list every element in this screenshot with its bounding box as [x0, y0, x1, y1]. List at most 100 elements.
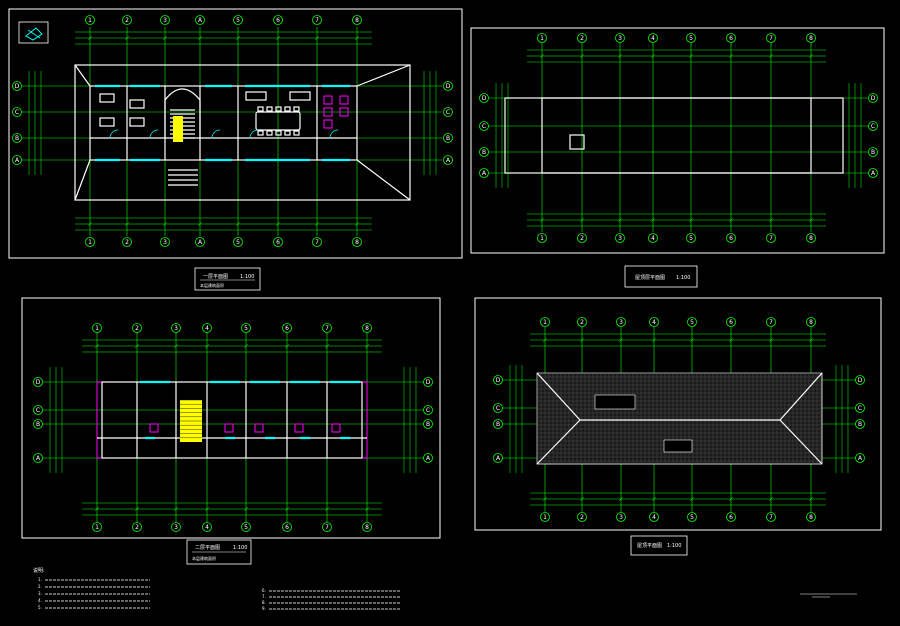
p0-tick-6-1	[314, 221, 320, 227]
p2-tick-6-1	[324, 506, 330, 512]
p0-bottom-axis-bubble-1: 2	[122, 237, 132, 247]
p2-top-axis-bubble-5-text: 6	[285, 325, 289, 332]
p0-left-axis-bubble-1-text: C	[15, 109, 19, 116]
p0-left-axis-bubble-1-circle	[12, 107, 22, 117]
p3-right-axis-bubble-2-text: B	[858, 421, 862, 428]
p0-toilet-3	[339, 95, 349, 105]
p1-top-axis-bubble-3: 4	[648, 33, 658, 43]
p1-bottom-axis-bubble-3: 4	[648, 233, 658, 243]
p0-tick-5-0	[275, 35, 281, 41]
notes-column-1: 1.2.3.4.5.	[38, 577, 150, 610]
p1-top-axis-bubble-5: 6	[726, 33, 736, 43]
p1-bottom-axis-bubble-7-text: 8	[809, 235, 813, 242]
p3-left-axis-bubble-0-circle	[493, 375, 503, 385]
p3-bottom-axis-bubble-0-text: 1	[543, 514, 547, 521]
p1-bottom-axis-bubble-2: 3	[615, 233, 625, 243]
p1-tick-4-0	[688, 53, 694, 59]
p0-top-axis-bubble-4-circle	[233, 15, 243, 25]
p3-top-axis-bubble-5-text: 6	[729, 319, 733, 326]
p1-bottom-axis-bubble-7: 8	[806, 233, 816, 243]
p0-bottom-axis-bubble-7-text: 8	[355, 239, 359, 246]
p1-tick-0-1	[539, 217, 545, 223]
p2-toilet-1	[224, 423, 234, 433]
p2-left-axis-bubble-0-text: D	[36, 379, 41, 386]
p2-left-axis-bubble-3: A	[33, 453, 43, 463]
p2-tick-1-0	[134, 343, 140, 349]
p1-tick-7-1	[808, 217, 814, 223]
p3-top-axis-bubble-7: 8	[806, 317, 816, 327]
p1-right-axis-bubble-0: D	[868, 93, 878, 103]
p1-bottom-axis-bubble-5: 6	[726, 233, 736, 243]
p1-bottom-axis-bubble-4: 5	[686, 233, 696, 243]
p0-toilet-0	[323, 95, 333, 105]
p2-top-axis-bubble-6: 7	[322, 323, 332, 333]
p0-door-swing-0	[109, 129, 119, 139]
roof-plan-panel-frame	[474, 297, 882, 531]
p1-bottom-axis-bubble-4-circle	[686, 233, 696, 243]
note-item-8: 8.	[262, 600, 266, 605]
p0-stair-core	[173, 116, 183, 142]
north-arrow-icon	[18, 21, 49, 44]
p3-bottom-axis-bubble-5: 6	[726, 512, 736, 522]
p1-bottom-axis-bubble-6-circle	[766, 233, 776, 243]
p2-bottom-axis-bubble-1-text: 2	[135, 524, 139, 531]
p3-bottom-axis-bubble-4-circle	[687, 512, 697, 522]
p0-door-swing-3	[249, 129, 259, 139]
first-floor-scale: 1:100	[240, 274, 254, 280]
note-item-9: 9.	[262, 606, 266, 611]
p2-top-axis-bubble-5-circle	[282, 323, 292, 333]
second-floor-scale: 1:100	[233, 545, 247, 551]
p3-tick-3-1	[651, 496, 657, 502]
p0-left-axis-bubble-0-text: D	[15, 83, 20, 90]
p2-bottom-axis-bubble-1-circle	[132, 522, 142, 532]
p0-top-axis-bubble-3-circle	[195, 15, 205, 25]
p0-top-axis-bubble-1-circle	[122, 15, 132, 25]
note-item-7: 7.	[262, 594, 266, 599]
p2-toilet-2	[254, 423, 264, 433]
p0-tick-2-0	[162, 35, 168, 41]
p0-chair-top-0	[257, 106, 264, 112]
p2-right-axis-bubble-1: C	[423, 405, 433, 415]
p0-chair-top-1	[266, 106, 273, 112]
p1-top-axis-bubble-7-circle	[806, 33, 816, 43]
p1-tick-5-1	[728, 217, 734, 223]
p3-bottom-axis-bubble-0: 1	[540, 512, 550, 522]
p1-right-axis-bubble-2-circle	[868, 147, 878, 157]
p2-tick-1-1	[134, 506, 140, 512]
p0-bottom-axis-bubble-2: 3	[160, 237, 170, 247]
p1-bottom-axis-bubble-0: 1	[537, 233, 547, 243]
p2-top-axis-bubble-7-circle	[362, 323, 372, 333]
p0-top-axis-bubble-6-text: 7	[315, 17, 319, 24]
first-floor-title-block: 一层平面图 1:100 本层建筑面积	[194, 267, 261, 291]
p2-left-axis-bubble-3-text: A	[36, 455, 41, 462]
p2-right-axis-bubble-1-text: C	[426, 407, 430, 414]
p1-top-axis-bubble-0: 1	[537, 33, 547, 43]
roof-plan-title: 屋顶平面图	[637, 543, 662, 549]
p2-left-axis-bubble-1-circle	[33, 405, 43, 415]
p0-top-axis-bubble-3: A	[195, 15, 205, 25]
p3-right-axis-bubble-3-text: A	[858, 455, 863, 462]
p0-tick-5-1	[275, 221, 281, 227]
p2-left-axis-bubble-0-circle	[33, 377, 43, 387]
p3-left-axis-bubble-3-circle	[493, 453, 503, 463]
p3-top-axis-bubble-0-text: 1	[543, 319, 547, 326]
p2-bottom-axis-bubble-5: 6	[282, 522, 292, 532]
p3-tick-5-0	[728, 337, 734, 343]
dimension-layer	[28, 31, 862, 516]
p0-bottom-axis-bubble-1-text: 2	[125, 239, 129, 246]
p3-bottom-axis-bubble-3-text: 4	[652, 514, 656, 521]
p0-hip-line-1	[356, 64, 411, 87]
p3-top-axis-bubble-2-circle	[616, 317, 626, 327]
p1-tick-2-0	[617, 53, 623, 59]
p3-hip-2	[779, 372, 823, 421]
p3-top-axis-bubble-4-circle	[687, 317, 697, 327]
p2-top-axis-bubble-3: 4	[202, 323, 212, 333]
p3-left-axis-bubble-1: C	[493, 403, 503, 413]
p1-bottom-axis-bubble-0-circle	[537, 233, 547, 243]
p3-left-axis-bubble-2-circle	[493, 419, 503, 429]
p3-right-axis-bubble-1-text: C	[858, 405, 862, 412]
p2-bottom-axis-bubble-5-circle	[282, 522, 292, 532]
p0-tick-4-1	[235, 221, 241, 227]
p2-right-axis-bubble-0-text: D	[426, 379, 431, 386]
p1-top-axis-bubble-4-circle	[686, 33, 696, 43]
